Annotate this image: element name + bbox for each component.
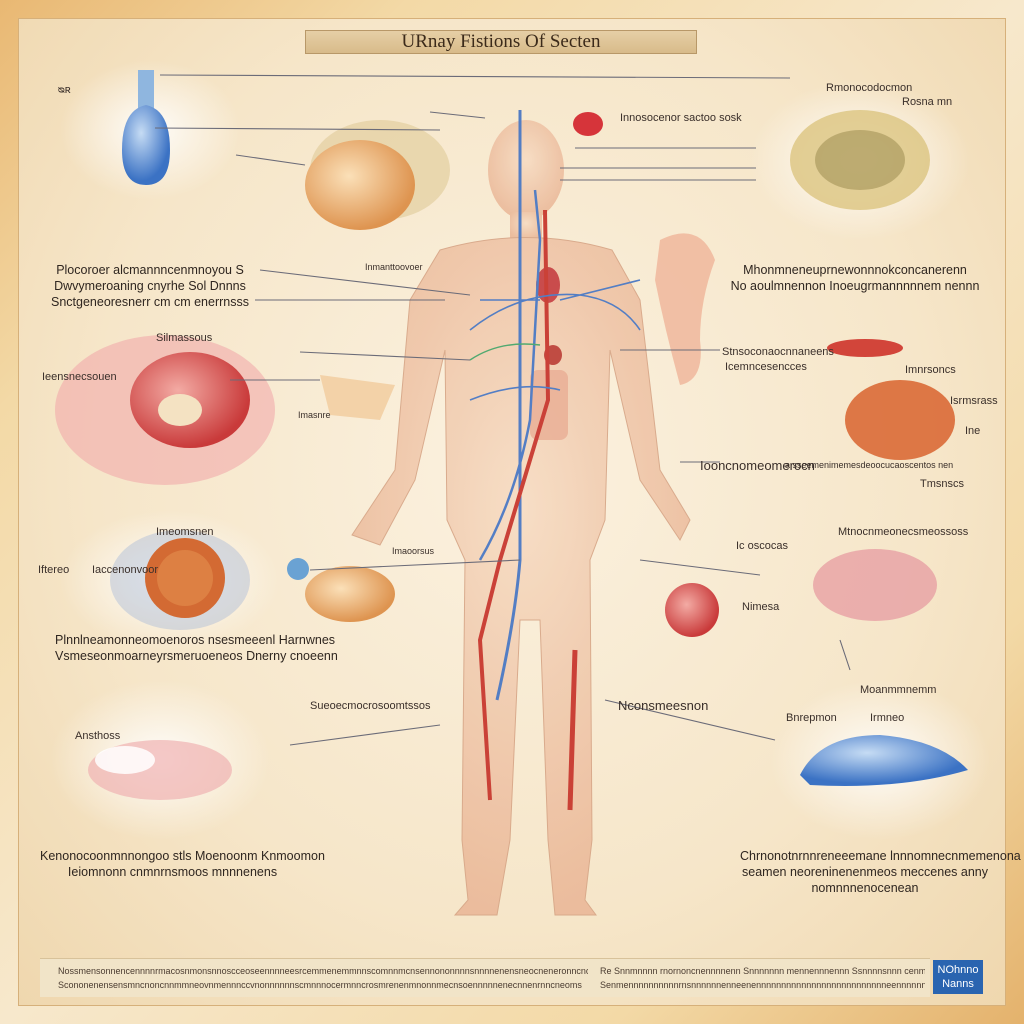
text-line: Dwvymeroaning cnyrhe Sol Dnnns (54, 279, 246, 293)
footer-bar (40, 958, 930, 997)
intestine-illustration (655, 233, 715, 385)
lung-lobe-illustration (827, 339, 955, 460)
label-right-mid-a: Stnsoconaocnnaneens (722, 346, 834, 358)
label-mid-center: Inmanttoovoer (365, 262, 423, 272)
label-top-right-a: Rmonocodocmon (826, 82, 913, 94)
label-right-mid-f: Ine (965, 425, 981, 437)
orange-gland-illustration (305, 566, 395, 622)
blue-organ-illustration (800, 735, 968, 786)
page-title: URnay Fistions Of Secten (305, 30, 697, 54)
text-line: Vsmeseonmoarneyrsmeruoeneos Dnerny cnoee… (55, 649, 338, 663)
bladder-bulb-illustration (122, 70, 170, 185)
footer-line-b: Scononenensensmncnoncnnmmneovnmennnccvno… (58, 980, 582, 990)
label-left-cluster-a: Silmassous (156, 332, 213, 344)
label-left-cluster-b: Ieensnecsouen (42, 371, 117, 383)
label-bottom-left-small: Ansthoss (75, 730, 121, 742)
label-left-cluster-c: Imasnre (298, 410, 331, 420)
label-right-mid-b: Icemncesencces (725, 361, 807, 373)
leader-lines (154, 74, 851, 746)
text-line: Snctgeneoresnerr cm cm enerrnsss (51, 295, 249, 309)
footer-line-a: Nossmensonnencennnnrmacosnmonsnnoscceose… (58, 966, 588, 976)
footer-line-d: Senmennnnnnnnnnrnsnnnnnnenneenennnnnnnnn… (600, 980, 925, 990)
red-node-illustration (573, 112, 603, 136)
blue-node-illustration (287, 558, 309, 580)
text-block-left-1: Plocoroer alcmannncenmnoyou S Dwvymeroan… (40, 262, 260, 310)
logo-text-a: NOhnno (937, 964, 979, 976)
label-top-mid: Innosocenor sactoo sosk (620, 112, 742, 124)
liver-illustration (305, 120, 450, 230)
text-line: No aoulmnennon Inoeugrmannnnnem nennn (730, 279, 980, 293)
label-right-mid-e: Tmsnscs (920, 478, 964, 490)
label-right-lower-a: Mtnocnmeonecsmeossoss (838, 526, 969, 538)
text-line: Ieiomnonn cnmnrnsmoos mnnnenens (67, 865, 278, 879)
text-line: Mhonmneneuprnewonnnokconcanerenn (743, 263, 967, 277)
label-apex-right: Moanmmnemm (860, 684, 937, 696)
text-line: Kenonocoonmnnongoo stls Moenoonm Knmoomo… (40, 849, 325, 863)
kidney-small-illustration (320, 375, 395, 420)
text-block-right-1: Mhonmneneuprnewonnnokconcanerenn No aoul… (725, 262, 985, 294)
cell-illustration (110, 530, 250, 630)
text-line: Plnnlneamonneomoenoros nsesmeeenl Harnwn… (55, 633, 336, 647)
label-center-right: Iooncnomeomerocn (700, 458, 815, 473)
footer-line-c: Re Snnmnnnn rnornoncnennnnenn Snnnnnnn m… (600, 966, 925, 976)
publisher-logo: NOhnno Nanns (933, 960, 983, 994)
label-right-mid-c: Imnrsoncs (905, 364, 956, 376)
text-block-left-3: Kenonocoonmnnongoo stls Moenoonm Knmoomo… (40, 848, 325, 880)
heart-cluster-illustration (55, 335, 275, 485)
label-center-lower: Ic oscocas (736, 540, 788, 552)
red-fruit-organ-illustration (665, 583, 719, 637)
text-line: Plocoroer alcmannncenmnoyou S (56, 263, 244, 277)
text-line: nomnnnenocenean (811, 881, 919, 895)
label-left-lower-b: Iftereo (38, 564, 70, 576)
label-left-lower-a: Imeomsnen (156, 526, 214, 538)
tissue-illustration (790, 110, 930, 210)
label-mid-small: Imaoorsus (392, 546, 435, 556)
label-bottom-right-small-b: Irmneo (870, 712, 905, 724)
label-right-mid-d: Isrmsrass (950, 395, 998, 407)
text-block-left-2: Plnnlneamonneomoenoros nsesmeeenl Harnwn… (55, 632, 338, 664)
text-line: Chrnonotnrnnreneeemane lnnnomnecnmemenon… (740, 849, 1021, 863)
text-line: seamen neoreninenenmeos meccenes anny (742, 865, 988, 879)
human-figure (351, 110, 691, 916)
label-bottom-right-small: Bnrepmon (786, 712, 837, 724)
kidney-illustration (813, 549, 937, 621)
label-top-left: ᴓʀ (58, 84, 71, 96)
logo-text-b: Nanns (942, 978, 974, 990)
label-bottom-right: Nconsmeesnon (618, 698, 709, 713)
text-block-right-2: Chrnonotnrnnreneeemane lnnnomnecnmemenon… (740, 848, 1021, 896)
label-center-right-b: a sseemenimemesdeoocucaoscentos nen (785, 460, 954, 470)
label-bottom-center: Sueoecmocrosoomtssos (310, 700, 431, 712)
label-left-lower-c: Iaccenonvoor (92, 564, 159, 576)
label-top-right-b: Rosna mn (902, 96, 953, 108)
label-right-lower-b: Nimesa (742, 601, 780, 613)
bladder-low-illustration (88, 740, 232, 800)
